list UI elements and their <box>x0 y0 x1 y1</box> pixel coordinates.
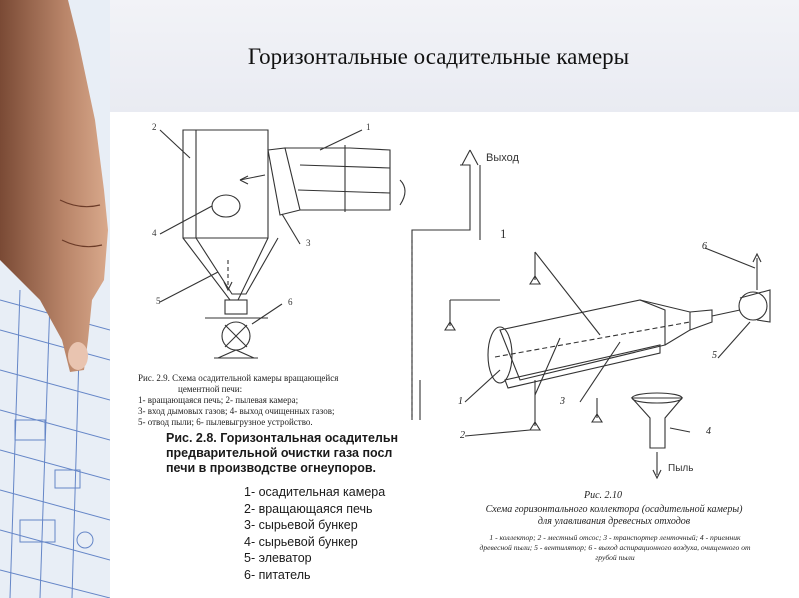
fig28-legend: 1- осадительная камера 2- вращающаяся пе… <box>244 484 385 583</box>
rotary-kiln <box>285 147 391 211</box>
caption-line: 1- вращающаяся печь; 2- пылевая камера; <box>138 395 299 405</box>
caption-line: Рис. 2.8. Горизонтальная осадительн <box>166 431 399 445</box>
right-label-1: 1 <box>458 396 463 407</box>
right-number-label: 1 <box>500 226 507 241</box>
left-label-1: 1 <box>366 122 371 132</box>
legend-item: 2- вращающаяся печь <box>244 501 373 516</box>
dust-label: Пыль <box>668 463 694 474</box>
fig29-caption: Рис. 2.9. Схема осадительной камеры вращ… <box>138 373 338 428</box>
legend-item: 4- сырьевой бункер <box>244 534 358 549</box>
right-label-6: 6 <box>702 241 707 252</box>
right-label-5: 5 <box>712 350 717 361</box>
fan <box>738 291 768 321</box>
legend-item: 5- элеватор <box>244 551 312 565</box>
fig28-caption: Рис. 2.8. Горизонтальная осадительн пред… <box>166 431 398 476</box>
caption-line: Схема горизонтального коллектора (осадит… <box>485 504 743 515</box>
right-label-4: 4 <box>706 426 711 437</box>
title-bar: Горизонтальные осадительные камеры <box>78 0 799 112</box>
legend-item: 3- сырьевой бункер <box>244 518 358 532</box>
right-label-2: 2 <box>460 430 465 441</box>
right-collector-figure <box>444 247 771 480</box>
belt-conveyor <box>504 344 661 389</box>
chamber-body <box>182 129 269 239</box>
note-line: древесной пыли; 5 - вентилятор; 6 - выхо… <box>479 543 751 552</box>
left-label-4: 4 <box>152 228 157 238</box>
caption-line: печи в производстве огнеупоров. <box>166 461 377 475</box>
fig210-caption-title: Рис. 2.10 <box>584 490 623 501</box>
collector-body <box>499 299 666 381</box>
left-label-6: 6 <box>288 297 293 307</box>
collector-end <box>487 326 513 384</box>
slide-title: Горизонтальные осадительные камеры <box>247 44 630 69</box>
gas-inlet-arrow <box>239 174 266 181</box>
fig210-caption: Схема горизонтального коллектора (осадит… <box>464 504 764 528</box>
note-line: 1 - коллектор; 2 - местный отсос; 3 - тр… <box>489 533 741 542</box>
legend-item: 6- питатель <box>244 567 311 582</box>
caption-line: Рис. 2.9. Схема осадительной камеры вращ… <box>138 373 339 383</box>
note-line: грубой пыли <box>595 553 635 562</box>
right-label-3: 3 <box>560 396 565 407</box>
exit-duct <box>411 164 471 420</box>
caption-line: для улавливания древесных отходов <box>537 516 691 527</box>
exit-label: Выход <box>486 152 519 164</box>
legend-item: 1- осадительная камера <box>244 485 386 499</box>
left-label-5: 5 <box>156 296 161 306</box>
caption-line: 3- вход дымовых газов; 4- выход очищенны… <box>138 406 335 416</box>
kiln-flange <box>267 147 301 216</box>
left-label-2: 2 <box>152 122 157 132</box>
caption-line: цементной печи: <box>178 384 243 394</box>
hopper-outlet <box>224 299 248 315</box>
hand-blueprint-image <box>0 0 110 598</box>
caption-line: предварительной очистки газа посл <box>166 446 393 460</box>
chamber-hopper <box>182 237 269 301</box>
caption-line: 5- отвод пыли; 6- пылевыгрузное устройст… <box>138 417 313 427</box>
dust-receiver <box>630 397 684 449</box>
left-label-3: 3 <box>306 238 311 248</box>
left-chamber-figure <box>159 129 481 420</box>
fig210-note: 1 - коллектор; 2 - местный отсос; 3 - тр… <box>438 533 792 563</box>
gas-outlet-circle <box>211 194 241 218</box>
